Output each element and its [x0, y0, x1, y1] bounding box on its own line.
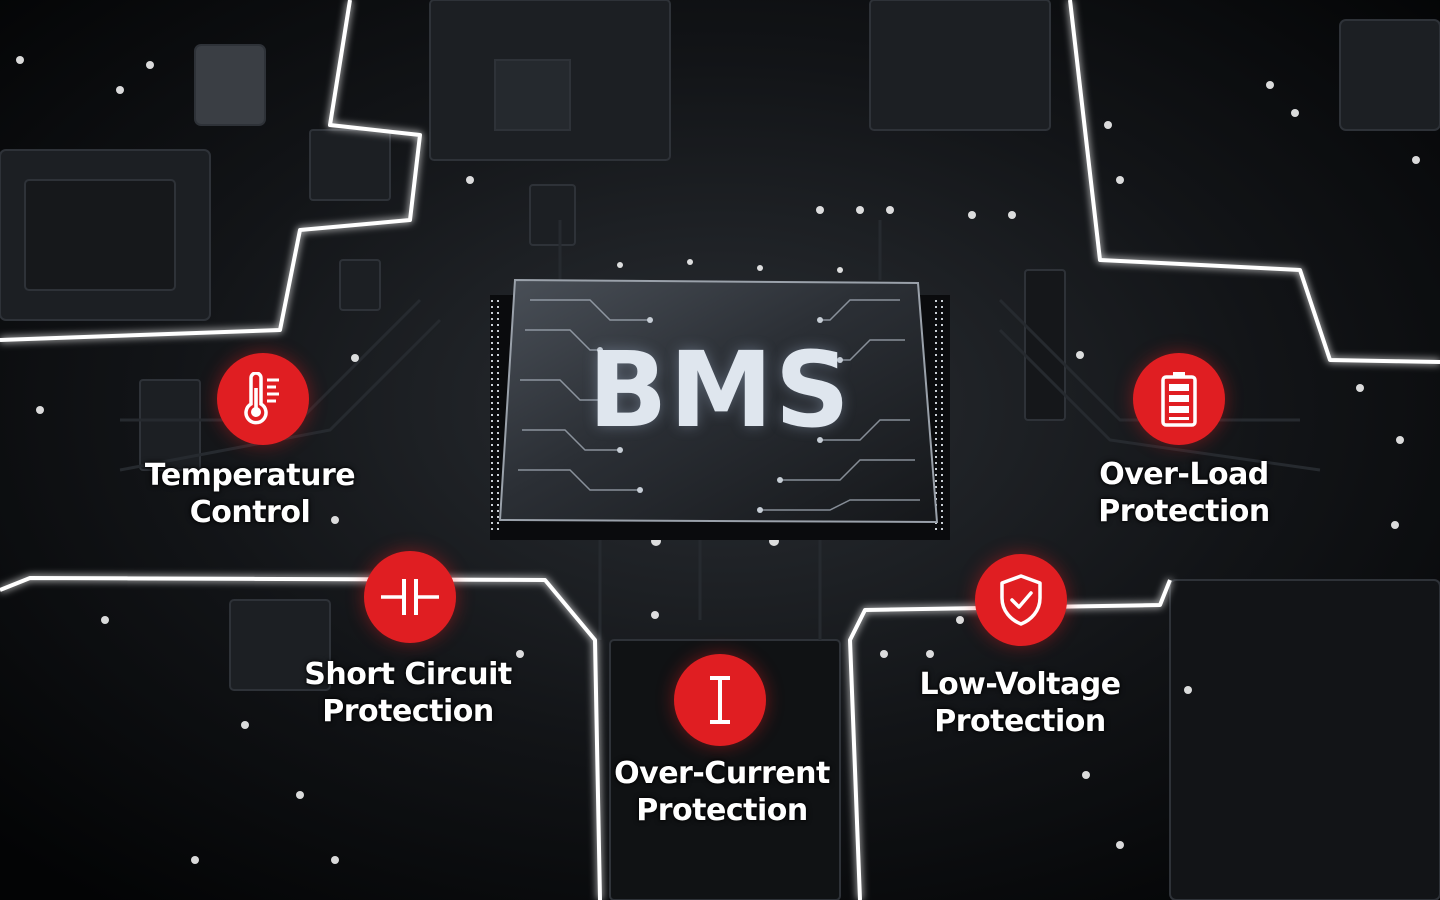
- over-current-badge: [674, 654, 766, 746]
- over-load-badge: [1133, 353, 1225, 445]
- battery-icon: [1161, 372, 1197, 427]
- over-load-label-line-2: Protection: [1098, 494, 1270, 529]
- low-voltage-label-line-1: Low-Voltage: [919, 667, 1121, 702]
- low-voltage-badge: [975, 554, 1067, 646]
- short-circuit-label-line-1: Short Circuit: [304, 657, 512, 692]
- over-load-label: Over-Load Protection: [1074, 456, 1294, 530]
- shield-check-icon: [1000, 574, 1042, 626]
- over-current-label: Over-Current Protection: [602, 755, 842, 829]
- over-load-label-line-1: Over-Load: [1099, 457, 1269, 492]
- chip-title: BMS: [588, 329, 852, 451]
- temperature-badge: [217, 353, 309, 445]
- temperature-label-line-1: Temperature: [144, 458, 356, 493]
- short-circuit-label-line-2: Protection: [322, 694, 494, 729]
- over-current-label-line-1: Over-Current: [614, 756, 830, 791]
- short-circuit-label: Short Circuit Protection: [290, 656, 526, 730]
- current-i-icon: [710, 676, 730, 724]
- temperature-label: Temperature Control: [132, 457, 368, 531]
- capacitor-icon: [381, 579, 439, 615]
- short-circuit-badge: [364, 551, 456, 643]
- temperature-label-line-2: Control: [189, 495, 311, 530]
- low-voltage-label-line-2: Protection: [934, 704, 1106, 739]
- low-voltage-label: Low-Voltage Protection: [900, 666, 1140, 740]
- thermometer-icon: [244, 372, 279, 425]
- over-current-label-line-2: Protection: [636, 793, 808, 828]
